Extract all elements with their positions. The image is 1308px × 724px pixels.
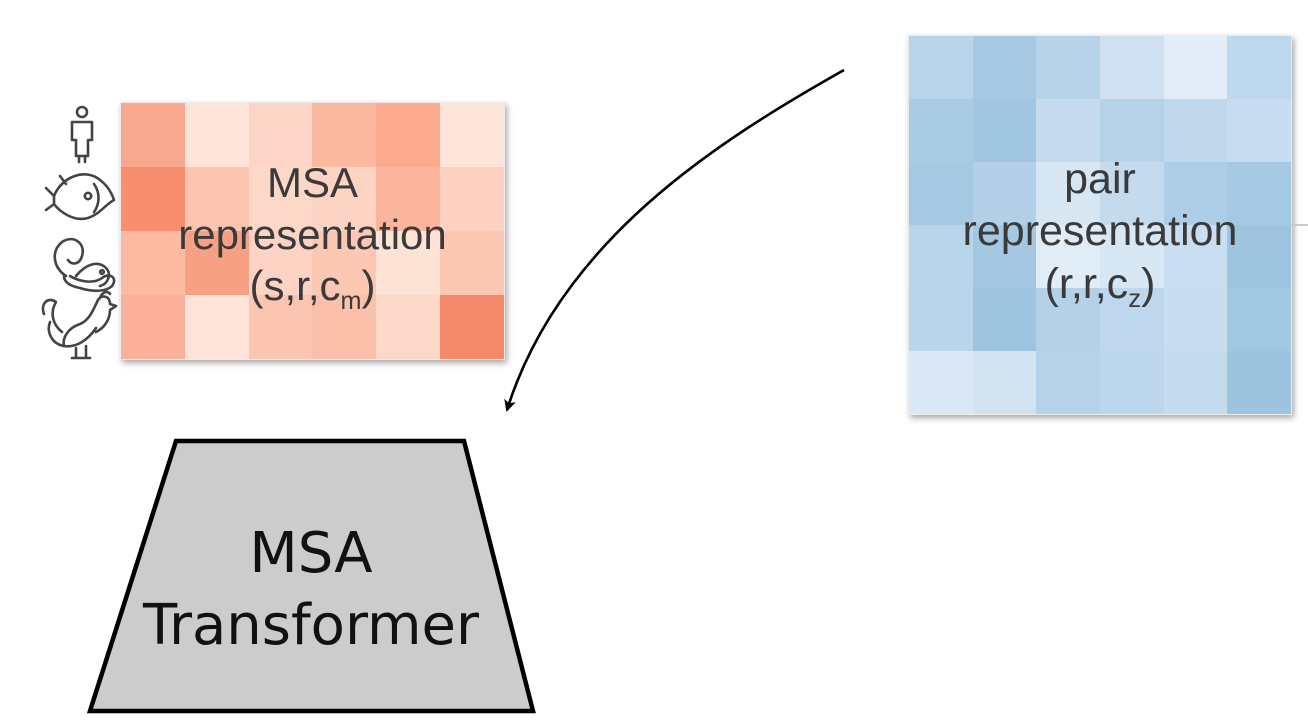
pair-channel-subscript: z [1128, 284, 1142, 313]
pair-cell [972, 288, 1037, 351]
pair-cell [1100, 36, 1164, 99]
msa-cell [376, 167, 441, 231]
msa-representation-title: MSA [266, 159, 358, 207]
pair-cell [1100, 99, 1164, 162]
pair-to-transformer-arrow [504, 68, 845, 412]
pair-cell [1227, 225, 1291, 288]
pair-cell [1227, 351, 1291, 414]
human-icon [70, 105, 94, 164]
pair-cell [1100, 351, 1164, 414]
pair-cell [1227, 162, 1291, 225]
pair-representation-title: pair [1064, 154, 1136, 203]
msa-cell [184, 231, 249, 295]
pair-cell [909, 36, 973, 99]
rooster-icon [41, 290, 118, 360]
pair-cell [909, 162, 973, 225]
msa-cell [184, 295, 249, 359]
pair-cell [1227, 36, 1291, 99]
pair-representation-shape: (r,r,cz) [1044, 259, 1156, 313]
msa-cell [440, 167, 504, 231]
msa-transformer-trapezoid [86, 438, 536, 714]
pair-cell [1100, 162, 1164, 225]
pair-cell [972, 351, 1037, 414]
msa-cell [376, 295, 441, 359]
msa-transformer-label: MSA Transformer [88, 518, 534, 661]
msa-cell [121, 295, 185, 359]
pair-cell [972, 225, 1037, 288]
pair-cell [909, 351, 973, 414]
msa-cell [121, 231, 185, 295]
msa-cell [312, 103, 377, 167]
pair-cell [909, 99, 973, 162]
pair-cell [1036, 36, 1100, 99]
msa-cell [312, 167, 377, 231]
pair-cell [1036, 225, 1100, 288]
msa-cell [440, 103, 504, 167]
pair-cell [1227, 99, 1291, 162]
pair-cell [1163, 351, 1228, 414]
msa-cell [184, 167, 249, 231]
msa-cell [312, 231, 377, 295]
pair-cell [1163, 288, 1228, 351]
pair-cell [1036, 288, 1100, 351]
fish-icon [44, 173, 116, 221]
msa-transformer-line1: MSA [249, 521, 373, 586]
pair-cell [909, 288, 973, 351]
msa-representation-shape: (s,r,cm) [249, 261, 376, 315]
msa-cell [248, 295, 313, 359]
organism-icons [41, 105, 118, 360]
pair-cell [1163, 99, 1228, 162]
pair-cell [1036, 99, 1100, 162]
pair-cell [972, 99, 1037, 162]
msa-cell [121, 103, 185, 167]
squirrel-icon [53, 237, 116, 293]
pair-cell [1163, 36, 1228, 99]
msa-representation-subtitle: representation [178, 210, 447, 258]
msa-cell [376, 231, 441, 295]
msa-cell [376, 103, 441, 167]
msa-cell [184, 103, 249, 167]
pair-cell [909, 225, 973, 288]
msa-cell [248, 167, 313, 231]
pair-cell [1100, 288, 1164, 351]
pair-representation-subtitle: representation [962, 207, 1238, 256]
msa-cell [121, 167, 185, 231]
msa-cell [440, 231, 504, 295]
pair-cell [1036, 162, 1100, 225]
msa-representation-block: MSA representation (s,r,cm) [120, 102, 505, 360]
pair-cell [1036, 351, 1100, 414]
msa-representation-label: MSA representation (s,r,cm) [121, 103, 504, 359]
msa-cell [248, 231, 313, 295]
pair-representation-label: pair representation (r,r,cz) [909, 36, 1291, 414]
pair-cell [972, 162, 1037, 225]
pair-cell [1100, 225, 1164, 288]
msa-channel-subscript: m [340, 286, 362, 315]
msa-cell [312, 295, 377, 359]
msa-transformer-line2: Transformer [142, 592, 480, 658]
pair-cell [972, 36, 1037, 99]
msa-cell [440, 295, 504, 359]
pair-representation-block: pair representation (r,r,cz) [908, 35, 1292, 415]
pair-cell [1227, 288, 1291, 351]
pair-cell [1163, 162, 1228, 225]
pair-cell [1163, 225, 1228, 288]
msa-cell [248, 103, 313, 167]
